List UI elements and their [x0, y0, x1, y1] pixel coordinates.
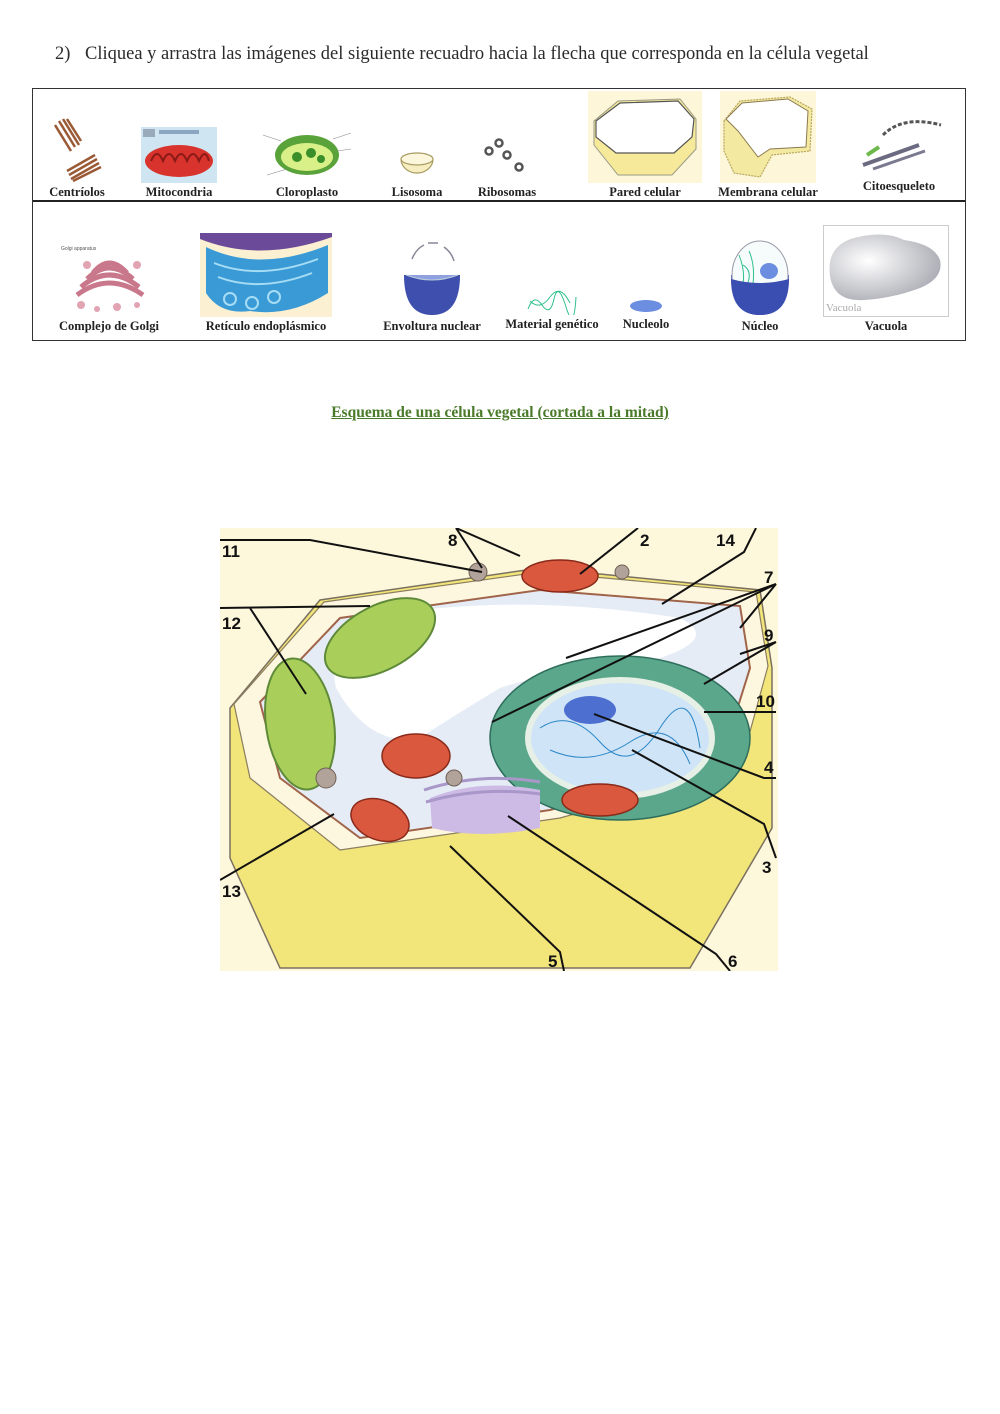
label-nucleolo: Nucleolo: [622, 317, 670, 331]
callout-4: 4: [764, 758, 774, 777]
drop-target-7[interactable]: [556, 648, 582, 668]
instruction: 2) Cliquea y arrastra las imágenes del si…: [55, 44, 869, 65]
label-nucleo: Núcleo: [741, 319, 779, 333]
drag-item-vacuola[interactable]: Vacuola Vacuola: [821, 225, 951, 334]
callout-9: 9: [764, 626, 774, 645]
nucleolus-image: [630, 300, 662, 312]
nucleus-image: [731, 240, 789, 315]
svg-text:Golgi apparatus: Golgi apparatus: [61, 246, 97, 252]
drop-target-5[interactable]: [440, 836, 466, 856]
instruction-text: Cliquea y arrastra las imágenes del sigu…: [85, 44, 869, 64]
drag-item-golgi[interactable]: Golgi apparatus Complejo de Golgi: [47, 243, 171, 334]
drag-item-material-genetico[interactable]: Material genético: [499, 289, 605, 332]
label-membrana-celular: Membrana celular: [718, 185, 818, 199]
mitochondrion-image: [141, 127, 217, 183]
drag-item-centriolos[interactable]: Centríolos: [45, 117, 109, 200]
drop-target-13[interactable]: [324, 804, 350, 824]
vacuole-caption: Vacuola: [826, 302, 862, 314]
callout-12: 12: [222, 614, 241, 633]
callout-6: 6: [728, 952, 738, 971]
drag-item-lisosoma[interactable]: Lisosoma: [385, 145, 449, 200]
instruction-number: 2): [55, 44, 71, 64]
callout-10: 10: [756, 692, 775, 711]
lysosome-image: [400, 152, 434, 174]
drop-target-4[interactable]: [584, 704, 610, 724]
callout-8: 8: [448, 531, 458, 550]
label-citoesqueleto: Citoesqueleto: [862, 179, 936, 193]
label-ribosomas: Ribosomas: [477, 185, 537, 199]
callout-7: 7: [764, 568, 774, 587]
genetic-material-image: [527, 290, 577, 315]
label-material-genetico: Material genético: [505, 317, 599, 331]
drop-target-14[interactable]: [652, 594, 678, 614]
plant-cell-illustration: [220, 528, 778, 971]
vacuole-image: Vacuola: [823, 225, 949, 317]
centrioles-image: [53, 118, 102, 183]
drag-item-envoltura-nuclear[interactable]: Envoltura nuclear: [377, 239, 487, 334]
drop-target-6[interactable]: [498, 806, 524, 826]
nuclear-envelope-image: [404, 242, 460, 315]
label-pared-celular: Pared celular: [609, 185, 681, 199]
row-divider: [33, 200, 965, 202]
drag-item-nucleo[interactable]: Núcleo: [719, 235, 801, 334]
cytoskeleton-image: [862, 120, 942, 171]
drop-target-10[interactable]: [694, 702, 720, 722]
drop-target-8[interactable]: [470, 562, 496, 582]
drag-item-mitocondria[interactable]: Mitocondria: [137, 127, 221, 200]
callout-13: 13: [222, 882, 241, 901]
endoplasmic-reticulum-image: [200, 233, 332, 317]
image-bank: Centríolos Mitocondria Cloroplasto Lisos…: [32, 88, 966, 341]
drag-item-citoesqueleto[interactable]: Citoesqueleto: [851, 111, 947, 194]
callout-3: 3: [762, 858, 772, 877]
drop-target-9[interactable]: [694, 674, 720, 694]
plant-cell-diagram: 11 8 2 14 7 12 9 10 4 13 3 5 6: [220, 528, 778, 971]
label-vacuola: Vacuola: [864, 319, 908, 333]
callout-2: 2: [640, 531, 650, 550]
drag-item-membrana-celular[interactable]: Membrana celular: [711, 91, 825, 200]
label-reticulo: Retículo endoplásmico: [205, 319, 327, 333]
drop-target-12[interactable]: [360, 596, 386, 616]
cell-membrane-image: [720, 91, 816, 183]
ribosomes-image: [484, 138, 524, 172]
cell-wall-image: [588, 91, 702, 183]
label-cloroplasto: Cloroplasto: [275, 185, 339, 199]
drag-item-pared-celular[interactable]: Pared celular: [583, 91, 707, 200]
callout-5: 5: [548, 952, 558, 971]
drag-item-reticulo[interactable]: Retículo endoplásmico: [191, 233, 341, 334]
callout-11: 11: [222, 542, 240, 561]
label-lisosoma: Lisosoma: [391, 185, 443, 199]
drag-item-cloroplasto[interactable]: Cloroplasto: [257, 127, 357, 200]
chloroplast-image: [262, 132, 352, 176]
label-golgi: Complejo de Golgi: [59, 319, 159, 333]
label-centriolos: Centríolos: [49, 185, 105, 199]
callout-14: 14: [716, 531, 735, 550]
diagram-title: Esquema de una célula vegetal (cortada a…: [331, 404, 669, 421]
drag-item-nucleolo[interactable]: Nucleolo: [609, 297, 683, 332]
label-mitocondria: Mitocondria: [145, 185, 213, 199]
drag-item-ribosomas[interactable]: Ribosomas: [471, 135, 543, 200]
drop-target-3[interactable]: [622, 740, 648, 760]
drop-target-2[interactable]: [568, 564, 594, 584]
golgi-image: Golgi apparatus: [61, 246, 145, 312]
label-envoltura-nuclear: Envoltura nuclear: [383, 319, 481, 333]
